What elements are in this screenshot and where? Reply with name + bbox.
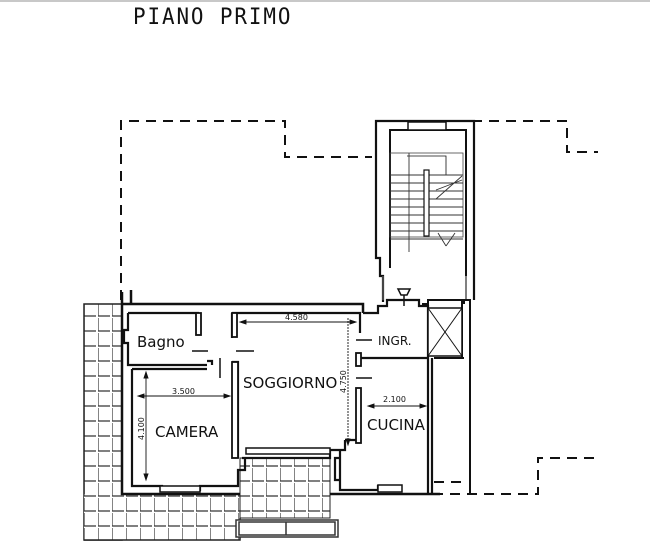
balcony-planter xyxy=(235,519,339,538)
room-label-camera: CAMERA xyxy=(155,423,219,441)
window-sills xyxy=(159,447,403,493)
dim-camera-depth: 4.100 xyxy=(137,417,146,440)
dim-camera-width: 3.500 xyxy=(172,387,195,396)
intercom-symbol xyxy=(396,288,412,306)
stairwell xyxy=(374,119,476,302)
room-label-soggiorno: SOGGIORNO xyxy=(243,374,337,392)
room-label-bagno: Bagno xyxy=(137,333,185,351)
lift-shaft xyxy=(422,299,471,494)
thick-walls xyxy=(195,312,362,459)
neighbour-outline-dashed xyxy=(120,120,600,495)
room-label-ingresso: INGR. xyxy=(378,334,412,348)
room-label-cucina: CUCINA xyxy=(367,416,426,434)
plan-title: PIANO PRIMO xyxy=(133,5,293,30)
dim-soggiorno-depth: 4.750 xyxy=(339,370,348,393)
dim-cucina-width: 2.100 xyxy=(383,395,406,404)
dim-soggiorno-width: 4.580 xyxy=(285,313,308,322)
terrace-tiles xyxy=(83,303,331,541)
ingresso-cucina-walls xyxy=(333,298,434,494)
top-border-line xyxy=(0,0,650,2)
dimension-lines xyxy=(136,318,428,482)
exterior-walls xyxy=(120,290,440,496)
